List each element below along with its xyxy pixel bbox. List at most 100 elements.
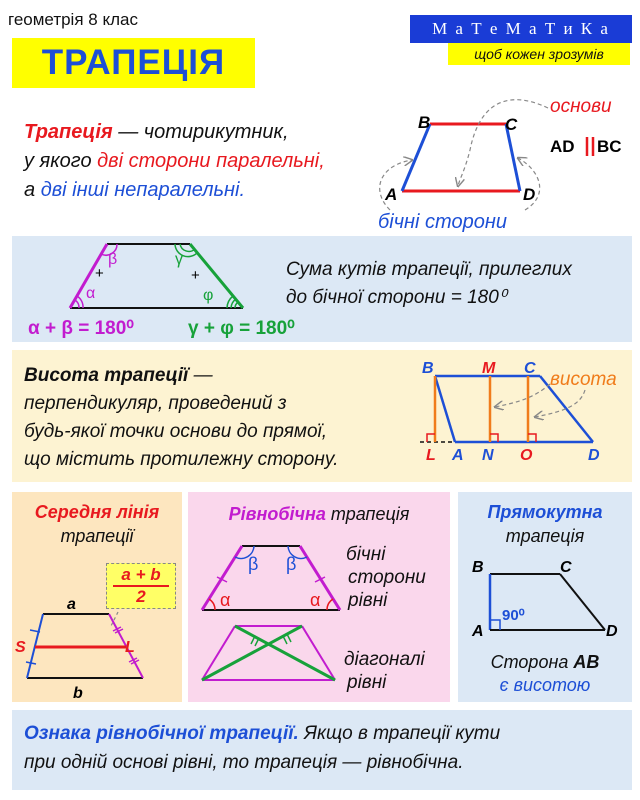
height-label: висота [550,369,617,390]
leg-right [188,243,245,309]
midline-title: Середня лінія трапеції [12,500,182,548]
plus-right: + [191,267,200,284]
midline-a: a [67,596,76,613]
legs-label: бічні сторони [378,211,507,233]
right-side-ab: AB [573,652,600,672]
criterion-bold: Ознака рівнобічної трапеції. [24,723,299,744]
def-rest1: — чотирикутник, [112,121,289,143]
angles-line2: до бічної сторони = 180⁰ [286,287,507,308]
h-vertex-c: C [524,360,536,377]
grade-label: геометрія 8 клас [8,10,138,29]
isosceles-title-text: Рівнобічна [228,504,326,524]
def-parallel: дві сторони паралельні, [97,150,325,172]
angle-gamma: γ [175,251,183,268]
midline-b: b [73,685,83,702]
iso-beta-right: β [286,554,296,574]
iso-alpha-right: α [310,590,320,610]
iso-beta-left: β [248,554,258,574]
angles-statement: Сума кутів трапеції, прилеглих до бічної… [286,256,572,312]
formula-alpha-beta: α + β = 180⁰ [28,318,134,339]
def-line2a: у якого [24,150,98,172]
formula-denominator: 2 [136,587,146,606]
midline-subtitle: трапеції [60,526,134,546]
criterion-line2: при одній основі рівні, то трапеція — рі… [24,752,464,773]
bases-label: основи [550,96,612,117]
height-line3: будь-якої точки основи до прямої, [24,421,328,442]
vertex-d: D [523,185,535,204]
h-vertex-b: B [422,360,434,377]
right-subtitle: трапеція [505,526,585,546]
criterion-rest1: Якщо в трапеції кути [298,723,501,744]
isosceles-title: Рівнобічна трапеція [188,504,450,525]
term-trapezoid: Трапеція [24,121,113,143]
vertex-b: B [418,113,430,132]
figure-right: B C A D 90⁰ [471,559,618,640]
leg-cd [504,123,522,192]
r-vertex-a: A [471,623,484,640]
midline-title-text: Середня лінія [34,502,160,522]
h-vertex-a: A [451,447,464,464]
parallel-ad: AD [550,137,575,156]
iso-legs3: рівні [348,590,388,611]
isosceles-title-rest: трапеція [325,504,410,524]
height-line2: перпендикуляр, проведений з [24,393,287,414]
r-angle-90: 90⁰ [502,607,525,624]
height-dash: — [188,365,213,386]
panel-isosceles [188,492,450,702]
right-side-a: Сторона [490,652,574,672]
height-definition: Висота трапеції — перпендикуляр, проведе… [24,362,338,474]
iso-legs2: сторони [348,567,426,588]
arrow-leg-left [379,160,412,211]
height-line4: що містить протилежну сторону. [24,449,339,470]
panel-criterion [12,710,632,790]
formula-numerator: a + b [113,565,169,587]
angle-beta: β [108,251,117,268]
brand-logo: М а Т е М а Т и К а [410,15,632,43]
figure-height: B M C L A N O D висота [420,360,617,464]
parallel-bc: BC [597,137,622,156]
iso-diag2: рівні [347,672,387,693]
page-title: ТРАПЕЦІЯ [12,38,255,88]
midline-l: L [125,639,135,656]
h-point-l: L [426,447,436,464]
panel-right [458,492,632,702]
panel-angles [12,236,632,342]
figure-isosceles: β β α α [200,545,342,682]
def-line3a: а [24,179,41,201]
right-title: Прямокутна трапеція [458,500,632,548]
vertex-c: C [505,115,518,134]
arrow-bases [458,99,549,186]
iso-alpha-left: α [220,590,230,610]
h-point-n: N [482,447,494,464]
slogan-text: щоб кожен зрозумів [474,46,604,62]
angle-alpha: α [86,285,95,302]
midline-s: S [15,639,26,656]
midline-formula-box: a + b 2 [106,563,176,609]
page-title-text: ТРАПЕЦІЯ [41,43,226,82]
criterion-text: Ознака рівнобічної трапеції. Якщо в трап… [24,719,500,777]
figure-midline: a b S L [15,596,144,702]
h-point-m: M [482,360,496,377]
h-vertex-d: D [588,447,600,464]
figure-angles: β + α γ + φ α + β = 180⁰ γ + φ = 180⁰ [28,243,295,339]
r-vertex-c: C [560,559,572,576]
plus-left: + [95,265,104,282]
iso-legs1: бічні [346,544,386,565]
angles-line1: Сума кутів трапеції, прилеглих [286,259,572,280]
isosceles-legs-note: бічні сторони рівні [346,543,426,612]
height-title: Висота трапеції [24,365,189,386]
r-vertex-d: D [606,623,618,640]
arrow-leg-right [518,158,541,211]
brand-text: М а Т е М а Т и К а [432,19,610,38]
figure-trapezoid-definition: B C A D основи AD BC бічні сторони [378,96,622,233]
leg-ab [400,123,432,192]
brand-slogan: щоб кожен зрозумів [448,43,630,65]
isosceles-diag-note: діагоналі рівні [344,648,425,694]
r-vertex-b: B [472,559,484,576]
formula-gamma-phi: γ + φ = 180⁰ [188,318,295,339]
right-side-height: є висотою [499,675,591,695]
right-note: Сторона AB є висотою [458,651,632,697]
diagonal-1 [234,624,336,682]
h-point-o: O [520,447,533,464]
angle-phi: φ [203,287,213,304]
